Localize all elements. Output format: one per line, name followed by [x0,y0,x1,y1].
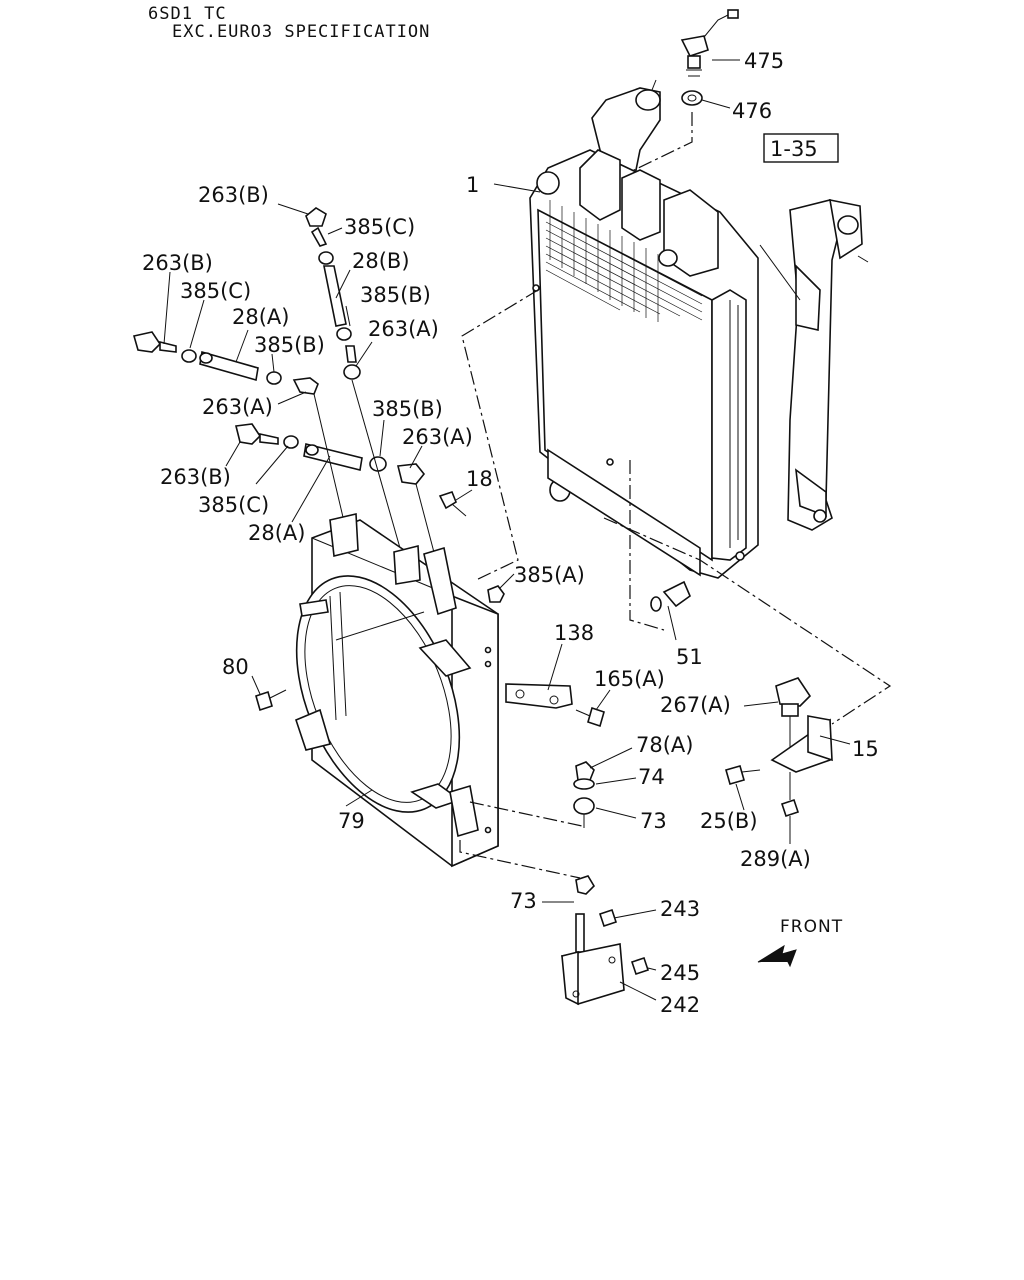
label-25b: 25(B) [700,809,758,833]
radiator-assembly [529,79,759,579]
level-sensor [629,9,739,173]
header-spec: EXC.EURO3 SPECIFICATION [172,22,431,42]
label-263b-low: 263(B) [160,465,231,489]
connection-lines [461,183,892,725]
label-78a: 78(A) [636,733,693,757]
nut-385a [487,585,505,603]
label-73-upper: 73 [640,809,667,833]
header-model: 6SD1 TC [148,4,227,24]
label-80: 80 [222,655,249,679]
label-245: 245 [660,961,700,985]
drain-cock-51 [629,460,691,631]
bracket-138 [505,683,605,728]
label-165a: 165(A) [594,667,665,691]
label-476: 476 [732,99,772,123]
label-73-lower: 73 [510,889,537,913]
label-263a-low: 263(A) [402,425,473,449]
label-385a: 385(A) [514,563,585,587]
label-263b-left: 263(B) [142,251,213,275]
label-ref-1-35: 1-35 [770,137,818,161]
bolt-80 [255,689,287,712]
label-263a-mid: 263(A) [202,395,273,419]
label-385b-low: 385(B) [372,397,443,421]
label-28b: 28(B) [352,249,410,273]
label-28a-low: 28(A) [248,521,305,545]
label-385c-low: 385(C) [198,493,269,517]
radiator-side-panel [759,198,869,531]
link-rods [132,207,467,561]
label-385b-mid: 385(B) [254,333,325,357]
reference-box [763,133,839,163]
mount-bracket-15 [725,677,833,818]
label-475: 475 [744,49,784,73]
label-263a-top: 263(A) [368,317,439,341]
label-28a-top: 28(A) [232,305,289,329]
part-labels: 475 476 1-35 1 263(B) 385(C) 28(B) 263(B… [142,49,879,1017]
front-label: FRONT [780,917,843,937]
label-1: 1 [466,173,479,197]
label-51: 51 [676,645,703,669]
label-385b-top: 385(B) [360,283,431,307]
label-79: 79 [338,809,365,833]
label-385c-left: 385(C) [180,279,251,303]
label-15: 15 [852,737,879,761]
leader-lines [163,59,851,1001]
label-263b-top: 263(B) [198,183,269,207]
mount-stack [469,761,595,828]
label-267a: 267(A) [660,693,731,717]
front-arrow-icon [757,944,797,968]
label-242: 242 [660,993,700,1017]
label-243: 243 [660,897,700,921]
label-18: 18 [466,467,493,491]
label-385c-top: 385(C) [344,215,415,239]
label-138: 138 [554,621,594,645]
label-289a: 289(A) [740,847,811,871]
lower-bracket-242 [459,840,650,1006]
label-74: 74 [638,765,665,789]
fan-shroud [295,513,499,868]
